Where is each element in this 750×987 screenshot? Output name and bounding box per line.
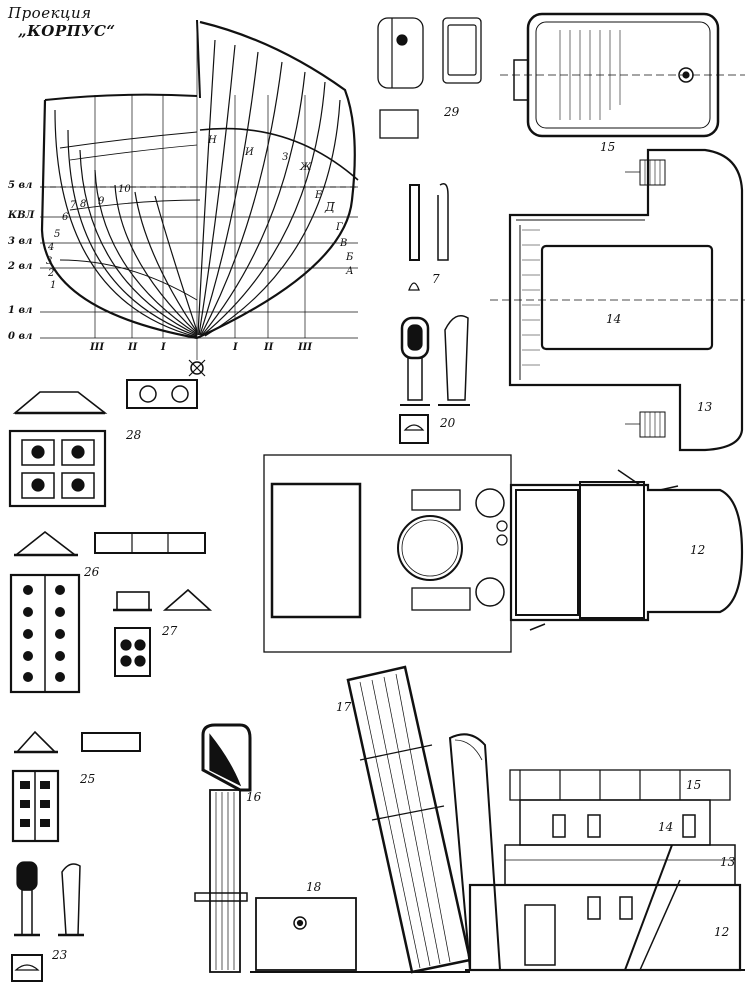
part-number: 12 bbox=[714, 925, 730, 939]
waterline-label: 2 вл bbox=[8, 261, 33, 272]
station-number: 8 bbox=[80, 199, 87, 210]
part-28 bbox=[8, 379, 198, 508]
station-letter: Д bbox=[325, 200, 335, 214]
part-number: 23 bbox=[52, 948, 68, 962]
part-number: 14 bbox=[658, 820, 674, 834]
station-number: 4 bbox=[48, 242, 55, 253]
part-13-14 bbox=[490, 148, 745, 452]
station-number: 5 bbox=[54, 229, 61, 240]
part-number: 12 bbox=[690, 543, 706, 557]
waterline-label: 0 вл bbox=[8, 331, 33, 342]
buttock-label: III bbox=[298, 342, 313, 353]
part-number: 18 bbox=[306, 880, 322, 894]
part-29 bbox=[377, 17, 482, 139]
part-20 bbox=[399, 315, 470, 444]
part-number: 17 bbox=[336, 700, 352, 714]
part-27 bbox=[113, 588, 213, 677]
station-letter: Н bbox=[208, 135, 217, 146]
part-number: 15 bbox=[686, 778, 702, 792]
part-number: 16 bbox=[246, 790, 262, 804]
buttock-label: I bbox=[161, 342, 166, 353]
station-number: 6 bbox=[62, 212, 69, 223]
buttock-label: III bbox=[90, 342, 105, 353]
part-26 bbox=[9, 530, 206, 694]
part-number: 7 bbox=[432, 272, 440, 286]
body-plan-title: Проекция bbox=[8, 4, 92, 22]
part-number: 26 bbox=[84, 565, 100, 579]
station-number: 2 bbox=[48, 268, 55, 279]
superstructure-elevation bbox=[250, 769, 745, 973]
part-12-plan bbox=[263, 454, 744, 653]
part-16 bbox=[194, 723, 252, 973]
part-17 bbox=[346, 665, 502, 974]
part-number: 28 bbox=[126, 428, 142, 442]
buttock-label: II bbox=[264, 342, 274, 353]
station-letter: Г bbox=[336, 222, 343, 233]
station-number: 9 bbox=[98, 196, 105, 207]
part-7 bbox=[408, 183, 449, 291]
part-number: 14 bbox=[606, 312, 622, 326]
station-letter: Б bbox=[346, 252, 354, 263]
part-number: 29 bbox=[444, 105, 460, 119]
station-letter: А bbox=[346, 266, 354, 277]
waterline-label: КВЛ bbox=[8, 210, 35, 221]
waterline-label: 3 вл bbox=[8, 236, 33, 247]
part-23 bbox=[11, 861, 84, 982]
station-letter: И bbox=[245, 147, 254, 158]
part-number: 15 bbox=[600, 140, 616, 154]
station-number: 7 bbox=[70, 200, 77, 211]
station-letter: З bbox=[282, 152, 289, 163]
part-18 bbox=[255, 897, 357, 971]
waterline-label: 5 вл bbox=[8, 180, 33, 191]
part-number: 13 bbox=[720, 855, 736, 869]
body-plan bbox=[40, 19, 359, 377]
station-number: 10 bbox=[118, 184, 131, 195]
waterline-label: 1 вл bbox=[8, 305, 33, 316]
station-number: 3 bbox=[46, 256, 53, 267]
body-plan-subtitle: „КОРПУС“ bbox=[18, 22, 116, 40]
buttock-label: II bbox=[128, 342, 138, 353]
part-number: 27 bbox=[162, 624, 178, 638]
station-letter: В bbox=[340, 238, 348, 249]
part-number: 20 bbox=[440, 416, 456, 430]
buttock-label: I bbox=[233, 342, 238, 353]
part-number: 25 bbox=[80, 772, 96, 786]
part-15 bbox=[500, 12, 745, 138]
part-25 bbox=[11, 730, 141, 843]
station-letter: Е bbox=[315, 190, 323, 201]
part-number: 13 bbox=[697, 400, 713, 414]
station-letter: Ж bbox=[300, 162, 312, 173]
station-number: 1 bbox=[50, 280, 57, 291]
